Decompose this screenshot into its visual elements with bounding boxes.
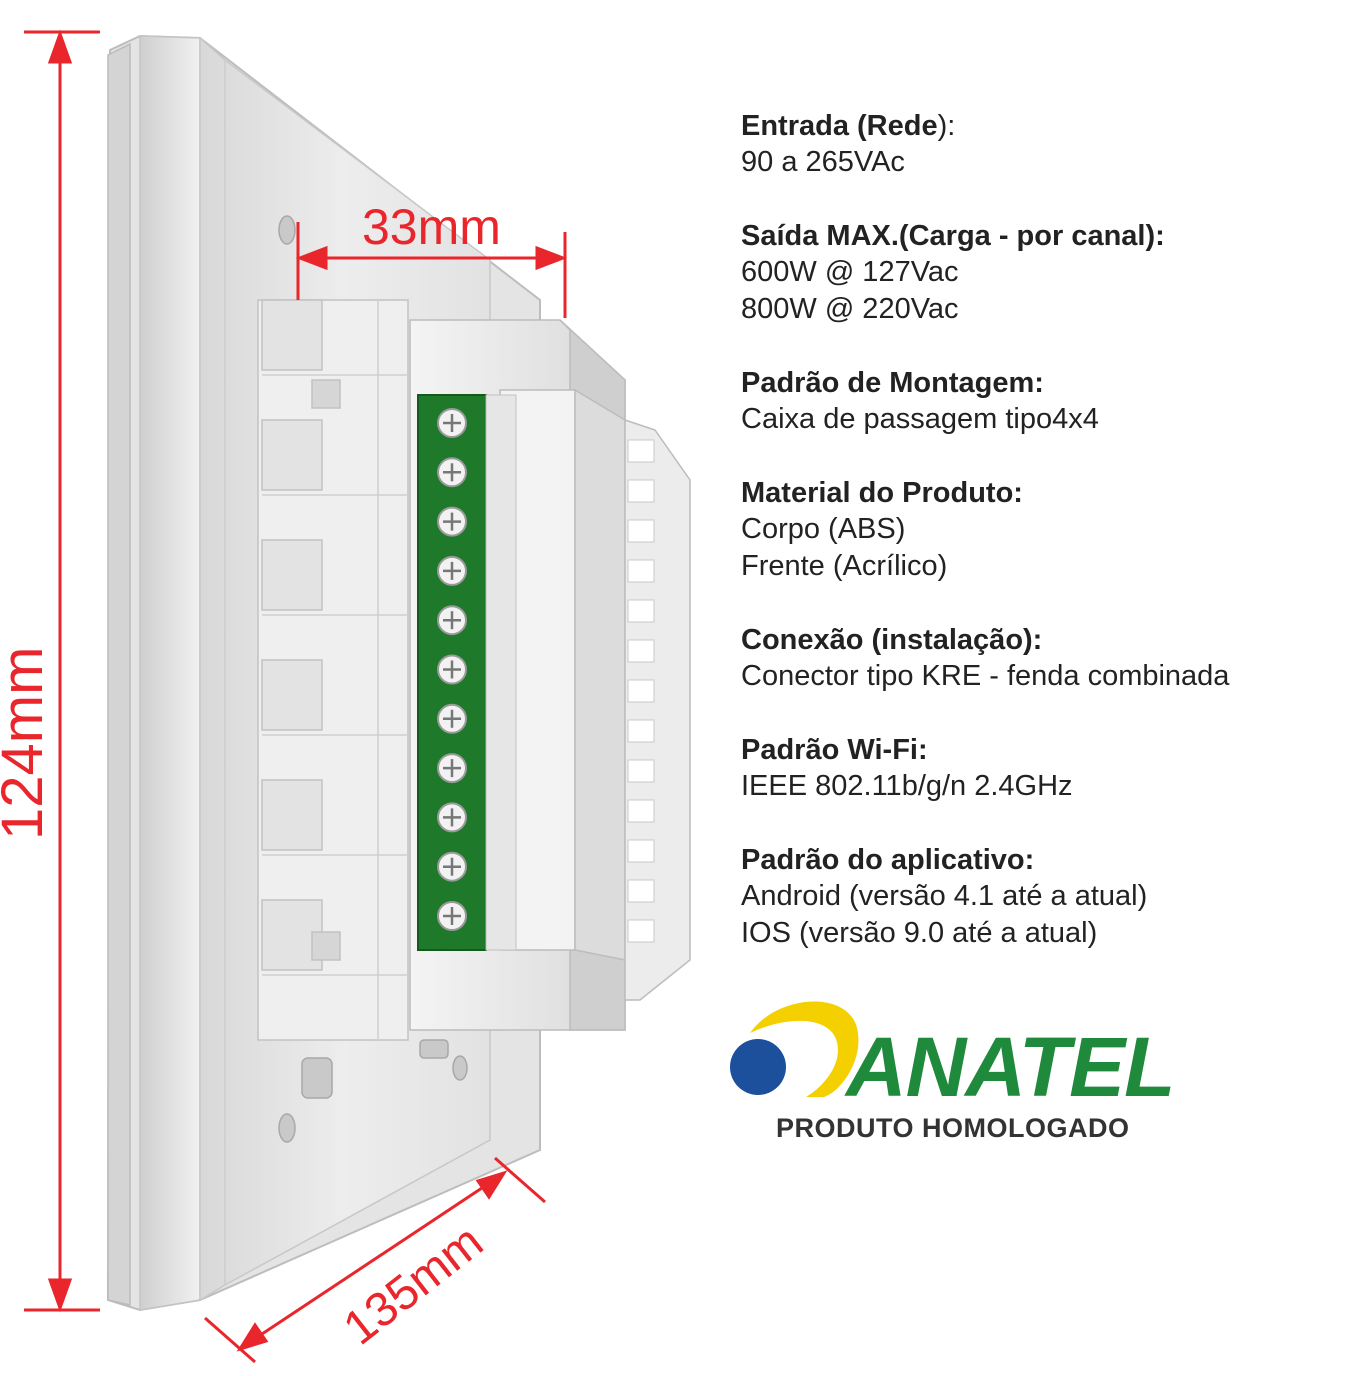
spec-value: Android (versão 4.1 até a atual) bbox=[741, 880, 1148, 912]
dimension-lines bbox=[24, 29, 568, 1364]
spec-heading: Padrão do aplicativo: bbox=[741, 844, 1035, 876]
terminal-screw-icon bbox=[437, 654, 467, 685]
spec-app: Padrão do aplicativo: Android (versão 4.… bbox=[741, 842, 1346, 952]
spec-heading: Padrão Wi-Fi: bbox=[741, 734, 928, 766]
spec-heading: Entrada (Rede): bbox=[741, 110, 956, 142]
spec-heading: Conexão (instalação): bbox=[741, 624, 1043, 656]
spec-material: Material do Produto: Corpo (ABS) Frente … bbox=[741, 475, 1346, 585]
terminal-screw-icon bbox=[437, 802, 467, 833]
anatel-caption: PRODUTO HOMOLOGADO bbox=[776, 1113, 1130, 1143]
mounting-holes bbox=[278, 215, 468, 1143]
spec-connection: Conexão (instalação): Conector tipo KRE … bbox=[741, 622, 1346, 695]
spec-input: Entrada (Rede): 90 a 265VAc bbox=[741, 108, 1346, 181]
terminal-screw-icon bbox=[437, 457, 467, 488]
spec-value: 800W @ 220Vac bbox=[741, 293, 959, 325]
terminal-screw-icon bbox=[437, 408, 467, 438]
spec-heading: Saída MAX.(Carga - por canal): bbox=[741, 220, 1165, 252]
terminal-screw-icon bbox=[437, 753, 467, 784]
terminal-screw-icon bbox=[437, 703, 467, 734]
anatel-blue-circle bbox=[730, 1039, 786, 1095]
spec-value: Caixa de passagem tipo4x4 bbox=[741, 403, 1099, 435]
anatel-logo-text: ANATEL bbox=[846, 1020, 1175, 1114]
anatel-logo-icon bbox=[730, 1001, 859, 1097]
mounting-clips bbox=[257, 299, 409, 1041]
spec-value: IEEE 802.11b/g/n 2.4GHz bbox=[741, 770, 1073, 802]
spec-value: 90 a 265VAc bbox=[741, 146, 905, 178]
terminal-block bbox=[417, 394, 517, 951]
spec-heading: Padrão de Montagem: bbox=[741, 367, 1044, 399]
spec-value: 600W @ 127Vac bbox=[741, 256, 959, 288]
spec-value: IOS (versão 9.0 até a atual) bbox=[741, 917, 1098, 949]
specifications-list: Entrada (Rede): 90 a 265VAc Saída MAX.(C… bbox=[741, 108, 1346, 989]
spec-max-output: Saída MAX.(Carga - por canal): 600W @ 12… bbox=[741, 218, 1346, 328]
spec-wifi: Padrão Wi-Fi: IEEE 802.11b/g/n 2.4GHz bbox=[741, 732, 1346, 805]
spec-mounting: Padrão de Montagem: Caixa de passagem ti… bbox=[741, 365, 1346, 438]
depth-dimension-label: 33mm bbox=[362, 199, 501, 255]
anatel-yellow-swoosh bbox=[750, 1001, 859, 1097]
spec-value: Corpo (ABS) bbox=[741, 513, 906, 545]
terminal-screw-icon bbox=[437, 851, 467, 882]
anatel-certification: ANATEL PRODUTO HOMOLOGADO bbox=[728, 995, 1188, 1155]
spec-heading: Material do Produto: bbox=[741, 477, 1023, 509]
spec-value: Frente (Acrílico) bbox=[741, 550, 948, 582]
terminal-screw-icon bbox=[437, 901, 467, 931]
spec-value: Conector tipo KRE - fenda combinada bbox=[741, 660, 1230, 692]
height-dimension-label: 124mm bbox=[0, 646, 55, 840]
terminal-screw-icon bbox=[437, 605, 467, 636]
terminal-screw-icon bbox=[437, 506, 467, 537]
terminal-screw-icon bbox=[437, 555, 467, 586]
